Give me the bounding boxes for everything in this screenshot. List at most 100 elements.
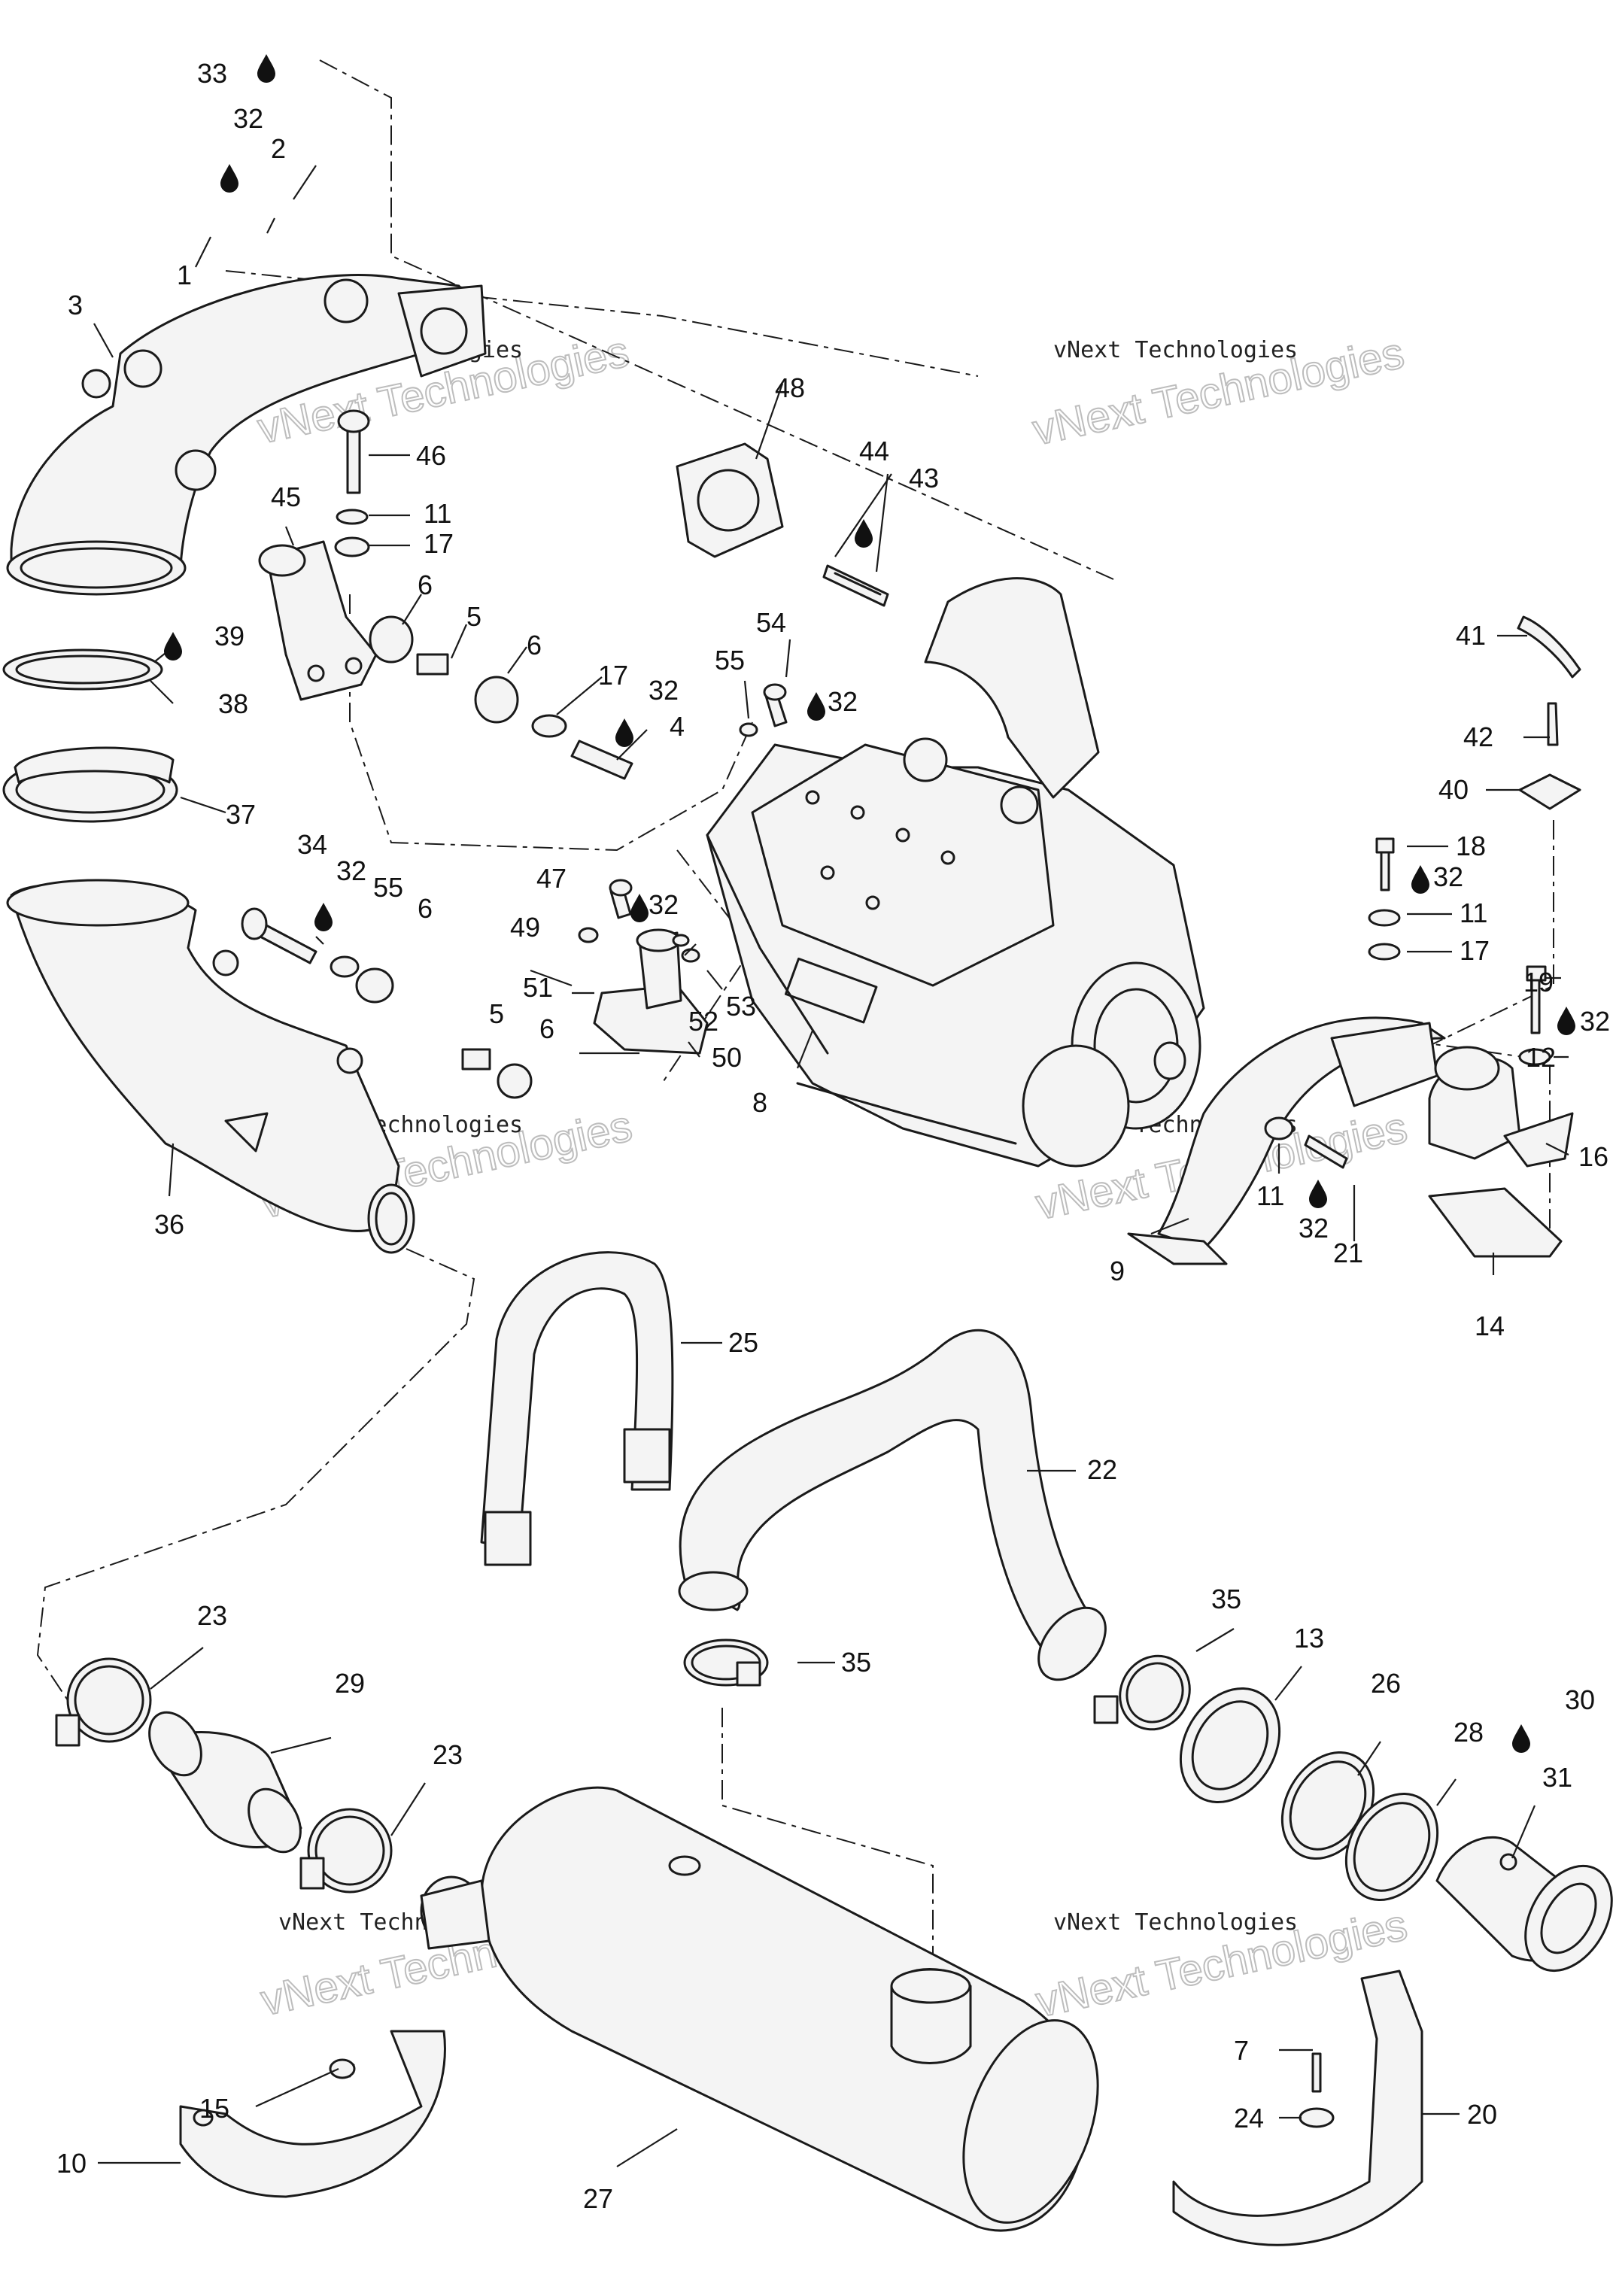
callout-44: 44 (859, 436, 889, 466)
callout-14: 14 (1475, 1310, 1505, 1341)
callout-15: 15 (199, 2093, 229, 2124)
oil-drop-icon (257, 54, 275, 83)
coupling-sleeve (148, 1711, 302, 1854)
lubricant-markers (164, 54, 1575, 1753)
retaining-strap (480, 1251, 674, 1566)
callout-17: 17 (598, 660, 628, 691)
callout-7: 7 (1234, 2035, 1249, 2066)
stud (822, 564, 889, 607)
heat-shield (1127, 1016, 1574, 1265)
callout-11: 11 (424, 498, 451, 529)
callout-18: 18 (1456, 831, 1486, 861)
oil-drop-icon (1411, 865, 1429, 894)
callout-12: 12 (1526, 1042, 1556, 1073)
callout-6: 6 (539, 1013, 554, 1044)
outlet-rings (1179, 1687, 1613, 1973)
callout-3: 3 (68, 290, 83, 320)
oil-drop-icon (220, 164, 238, 193)
callout-6: 6 (418, 893, 433, 924)
exhaust-elbow (6, 879, 415, 1254)
gasket-and-clamp (2, 648, 178, 823)
oil-drop-icon (807, 692, 825, 721)
oil-drop-icon (164, 632, 182, 661)
callout-4: 4 (670, 711, 685, 742)
mount-parts (578, 683, 788, 1055)
callout-43: 43 (909, 463, 939, 494)
oil-drop-icon (1512, 1724, 1530, 1753)
hose-clamps (55, 1638, 1191, 1894)
callout-6: 6 (418, 569, 433, 600)
callout-23: 23 (433, 1739, 463, 1770)
callout-1: 1 (177, 260, 192, 290)
callout-54: 54 (756, 607, 786, 638)
callout-46: 46 (416, 440, 446, 471)
callout-10: 10 (56, 2148, 87, 2179)
callout-41: 41 (1456, 620, 1486, 651)
exhaust-hose (678, 1329, 1107, 1681)
callout-35: 35 (1211, 1584, 1241, 1614)
callout-17: 17 (424, 528, 454, 559)
muffler (420, 1786, 1099, 2232)
callout-11: 11 (1256, 1180, 1284, 1211)
callout-numbers: 33 32 2 1 3 48 46 44 43 45 11 17 6 5 39 … (56, 58, 1610, 2214)
callout-51: 51 (523, 972, 553, 1003)
right-hardware (1368, 615, 1581, 1066)
callout-32: 32 (1299, 1213, 1329, 1244)
callout-25: 25 (728, 1327, 758, 1358)
callout-9: 9 (1110, 1256, 1125, 1286)
callout-27: 27 (583, 2183, 613, 2214)
oil-drop-icon (314, 903, 333, 931)
flange-gasket (676, 442, 784, 558)
callout-33: 33 (197, 58, 227, 89)
callout-17: 17 (1460, 935, 1490, 966)
resonator-body (706, 577, 1205, 1168)
muffler-straps (179, 1970, 1423, 2246)
callout-34: 34 (297, 829, 327, 860)
callout-16: 16 (1578, 1141, 1608, 1172)
callout-26: 26 (1371, 1668, 1401, 1699)
callout-30: 30 (1565, 1684, 1595, 1715)
manifold-bracket (258, 409, 633, 780)
oil-drop-icon (615, 718, 633, 747)
callout-42: 42 (1463, 721, 1493, 752)
oil-drop-icon (1557, 1007, 1575, 1035)
callout-55: 55 (715, 645, 745, 676)
callout-55: 55 (373, 872, 403, 903)
callout-23: 23 (197, 1600, 227, 1631)
leader-lines (93, 165, 1569, 2167)
callout-38: 38 (218, 688, 248, 719)
callout-32: 32 (336, 855, 366, 886)
callout-32: 32 (828, 686, 858, 717)
callout-35: 35 (841, 1647, 871, 1678)
watermark-text: vNext Technologies (1053, 337, 1298, 363)
callout-32: 32 (1433, 861, 1463, 892)
oil-drop-icon (855, 519, 873, 548)
callout-49: 49 (510, 912, 540, 943)
callout-32: 32 (233, 103, 263, 134)
callout-2: 2 (271, 133, 286, 164)
callout-45: 45 (271, 481, 301, 512)
callout-47: 47 (536, 863, 567, 894)
assembly-lines (36, 59, 1554, 2031)
callout-36: 36 (154, 1209, 184, 1240)
callout-48: 48 (775, 372, 805, 403)
callout-20: 20 (1467, 2099, 1497, 2130)
callout-52: 52 (688, 1006, 718, 1037)
callout-19: 19 (1523, 967, 1554, 998)
callout-32: 32 (1580, 1006, 1610, 1037)
callout-32: 32 (649, 889, 679, 920)
callout-24: 24 (1234, 2103, 1264, 2134)
callout-37: 37 (226, 799, 256, 830)
callout-50: 50 (712, 1042, 742, 1073)
callout-40: 40 (1438, 774, 1469, 805)
callout-22: 22 (1087, 1454, 1117, 1485)
oil-drop-icon (1309, 1180, 1327, 1208)
callout-5: 5 (466, 601, 481, 632)
callout-8: 8 (752, 1087, 767, 1118)
callout-13: 13 (1294, 1623, 1324, 1654)
callout-5: 5 (489, 998, 504, 1029)
callout-11: 11 (1460, 897, 1487, 928)
callout-53: 53 (726, 991, 756, 1022)
callout-21: 21 (1333, 1238, 1363, 1268)
